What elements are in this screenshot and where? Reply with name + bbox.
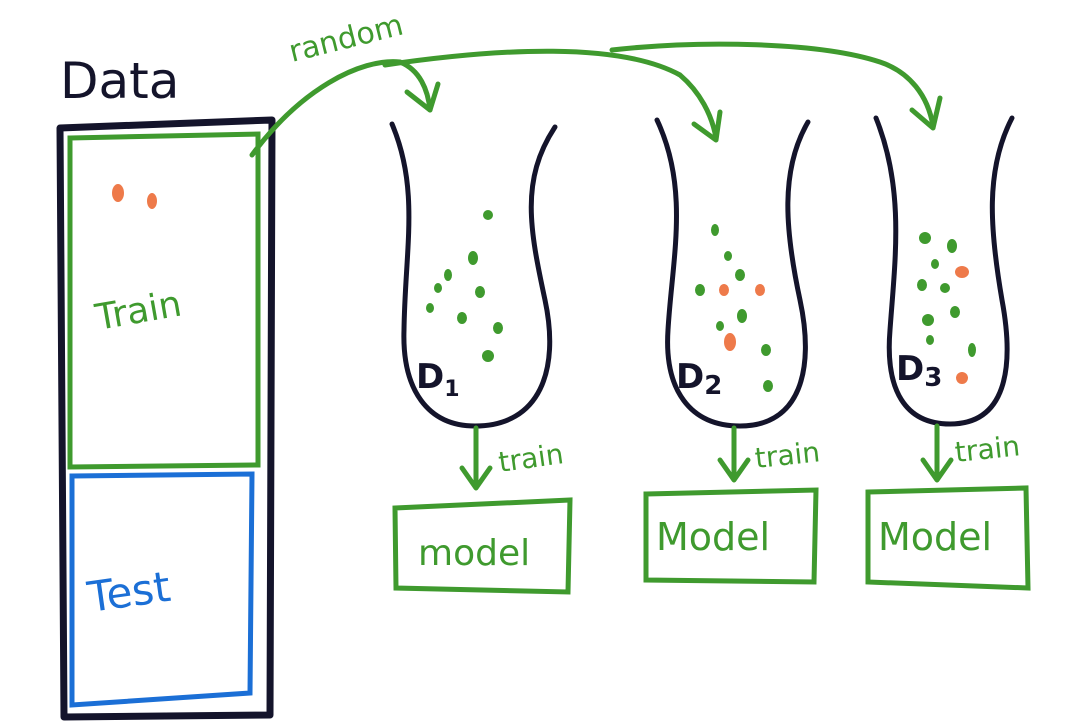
bag-point <box>468 251 478 265</box>
bag-point <box>955 266 969 278</box>
bag-point <box>755 284 765 296</box>
bag-label: D1 <box>416 357 460 402</box>
bag-points <box>695 224 773 392</box>
train-point-orange <box>147 193 157 209</box>
arrow-head-icon <box>717 457 751 483</box>
bag-label: D2 <box>676 357 722 401</box>
test-label: Test <box>84 562 174 622</box>
bag-point <box>919 232 931 244</box>
bag-point <box>926 335 934 345</box>
bag-point <box>716 321 724 331</box>
bag-point <box>457 312 467 324</box>
bag-point <box>940 283 950 293</box>
arrow-head-icon <box>909 95 943 131</box>
random-arrow-2 <box>382 48 719 141</box>
arrow-head-icon <box>691 109 723 143</box>
train-arrow-label: train <box>496 437 565 479</box>
model-box <box>865 485 1031 591</box>
bag-point <box>922 314 934 326</box>
bag-point <box>444 269 452 281</box>
arrow-head-icon <box>404 81 441 113</box>
arrow-head-icon <box>459 465 493 491</box>
bag-point <box>483 210 493 220</box>
data-container <box>56 116 276 721</box>
bag-point <box>950 306 960 318</box>
train-arrow-label: train <box>953 429 1021 469</box>
arrow-head-icon <box>920 457 954 483</box>
bag-outline <box>654 117 811 429</box>
bag-point <box>482 350 494 362</box>
bag-point <box>711 224 719 236</box>
bag-point <box>735 269 745 281</box>
bag-point <box>475 286 485 298</box>
train-point-orange <box>112 184 124 202</box>
bag-point <box>931 259 939 269</box>
bag-point <box>695 284 705 296</box>
bag-point <box>719 284 729 296</box>
test-box <box>69 471 255 708</box>
bag-1: D1 train model <box>389 121 573 595</box>
model-label: Model <box>656 515 770 559</box>
bag-points <box>426 210 503 362</box>
model-label: model <box>418 533 530 574</box>
bag-3: D3 train Model <box>865 115 1031 591</box>
bag-point <box>763 380 773 392</box>
bag-point <box>426 303 434 313</box>
random-arrow-1 <box>249 59 433 158</box>
train-arrow-label: train <box>753 435 821 475</box>
train-box <box>67 131 261 470</box>
bag-label: D3 <box>896 349 942 393</box>
bag-point <box>737 309 747 323</box>
bag-point <box>761 344 771 356</box>
model-label: Model <box>878 515 992 559</box>
bag-outline <box>873 115 1015 427</box>
bag-point <box>493 322 503 334</box>
data-title: Data <box>60 52 179 110</box>
model-box <box>392 497 573 595</box>
bag-point <box>724 333 736 351</box>
bag-point <box>956 372 968 384</box>
train-label: Train <box>91 283 184 339</box>
bag-2: D2 train Model <box>643 117 822 585</box>
random-arrow-3 <box>609 41 936 129</box>
bag-point <box>434 283 442 293</box>
bag-point <box>724 251 732 261</box>
bag-point <box>917 279 927 291</box>
bag-point <box>947 239 957 253</box>
bag-points <box>917 232 976 384</box>
model-box <box>643 487 819 585</box>
bag-point <box>968 343 976 357</box>
